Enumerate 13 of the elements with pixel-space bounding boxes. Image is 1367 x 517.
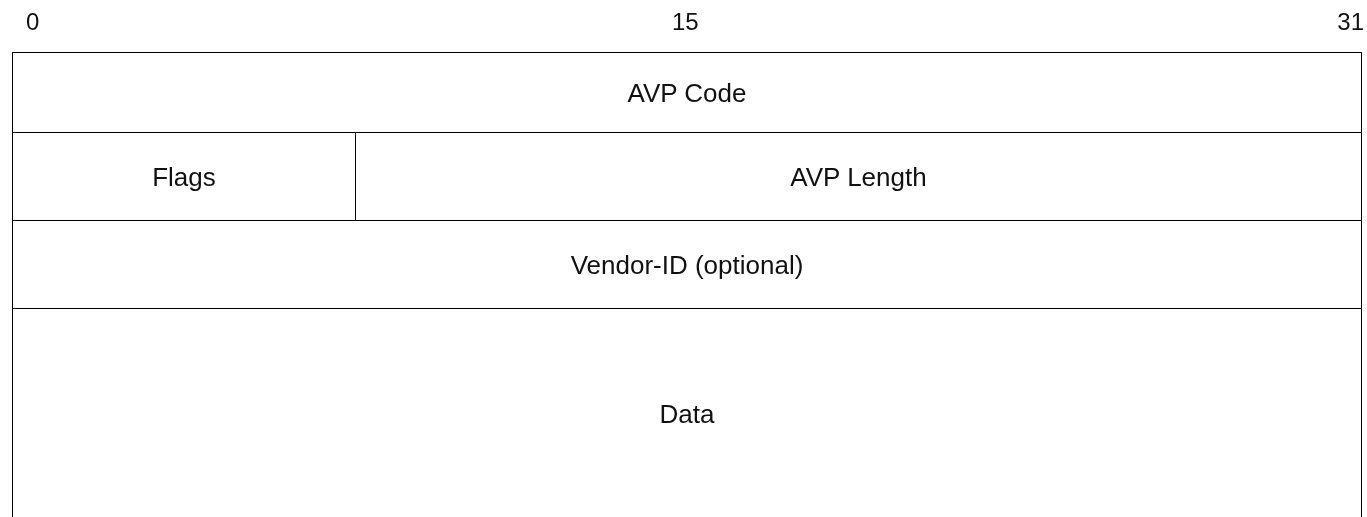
field-box: [12, 52, 1362, 134]
field-box: [12, 220, 1362, 310]
bit-number: 31: [1337, 8, 1364, 36]
field-name: Vendor-ID (optional): [570, 249, 804, 281]
field-box: [12, 132, 356, 222]
bit-number: 15: [672, 8, 699, 36]
field-box: [355, 132, 1362, 222]
field-name: AVP Length: [790, 161, 927, 193]
field-box: [12, 308, 1362, 517]
bit-number: 0: [26, 8, 40, 36]
field-name: Flags: [152, 161, 216, 193]
field-name: AVP Code: [627, 77, 747, 109]
field-name: Data: [659, 398, 715, 430]
